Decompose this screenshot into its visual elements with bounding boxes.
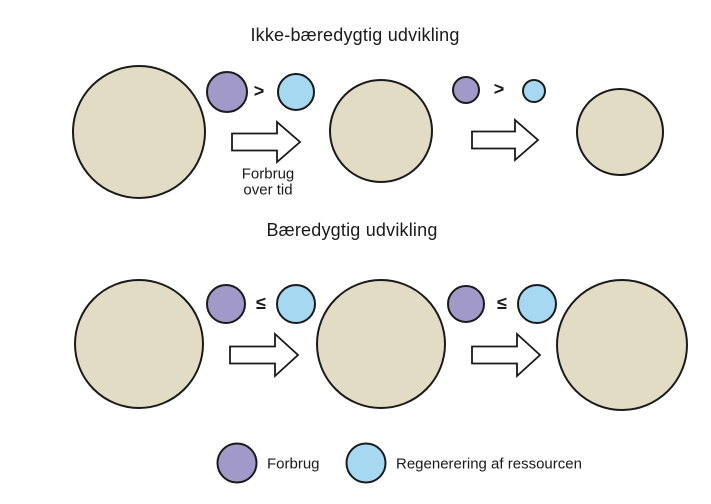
operator-greater-1: > bbox=[254, 81, 265, 101]
arrow-right-icon-2 bbox=[471, 118, 540, 162]
consumption-circle-top-2 bbox=[452, 76, 480, 104]
operator-leq-1: ≤ bbox=[256, 293, 266, 313]
legend-regeneration-label: Regenerering af ressourcen bbox=[396, 456, 582, 473]
regeneration-circle-bottom-1 bbox=[276, 284, 316, 324]
consumption-circle-bottom-1 bbox=[206, 284, 246, 324]
resource-circle-bottom-3 bbox=[556, 279, 688, 411]
regeneration-circle-bottom-2 bbox=[517, 284, 557, 324]
section-title-sustainable: Bæredygtig udvikling bbox=[266, 220, 437, 240]
arrow-right-icon-1 bbox=[231, 120, 302, 164]
consumption-circle-bottom-2 bbox=[447, 285, 485, 323]
consumption-circle-top-1 bbox=[206, 71, 248, 113]
legend: Forbrug Regenerering af ressourcen bbox=[216, 442, 582, 484]
arrow-right-icon-3 bbox=[229, 331, 300, 379]
resource-circle-bottom-1 bbox=[74, 279, 204, 409]
arrow-right-icon-4 bbox=[471, 331, 542, 379]
legend-regeneration-swatch bbox=[345, 442, 387, 484]
section-title-unsustainable: Ikke-bæredygtig udvikling bbox=[250, 25, 459, 45]
regeneration-circle-top-2 bbox=[522, 79, 546, 103]
arrow-label-line1: Forbrug bbox=[242, 166, 295, 183]
resource-circle-top-3 bbox=[576, 88, 664, 176]
resource-circle-top-2 bbox=[329, 79, 433, 183]
legend-consumption-swatch bbox=[216, 442, 258, 484]
resource-circle-top-1 bbox=[72, 65, 206, 199]
regeneration-circle-top-1 bbox=[277, 73, 315, 111]
resource-circle-bottom-2 bbox=[316, 279, 446, 409]
arrow-label-line2: over tid bbox=[243, 182, 292, 199]
operator-greater-2: > bbox=[494, 79, 505, 99]
operator-leq-2: ≤ bbox=[497, 293, 507, 313]
legend-consumption-label: Forbrug bbox=[267, 456, 320, 473]
